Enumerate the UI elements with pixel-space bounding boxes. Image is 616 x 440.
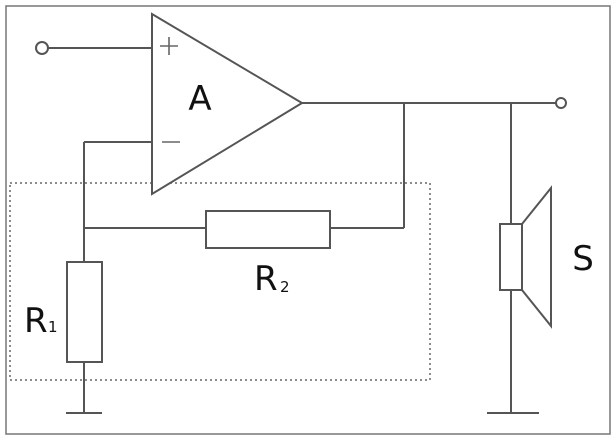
op-amp-triangle: [151, 12, 304, 196]
plus-input-sign: [160, 37, 178, 55]
r1-main-label: R: [24, 301, 48, 341]
r2-subscript: 2: [280, 278, 290, 296]
resistor-r2-label: R 2: [254, 259, 290, 299]
input-terminal: [35, 41, 49, 55]
speaker-label: S: [572, 239, 594, 279]
r2-main-label: R: [254, 259, 278, 299]
resistor-r2: [205, 210, 331, 249]
resistor-r1: [66, 261, 103, 363]
output-terminal: [555, 97, 567, 109]
resistor-r1-label: R 1: [24, 301, 58, 341]
diagram-border: [5, 5, 611, 435]
feedback-network-enclosure: [9, 182, 431, 381]
speaker-coil: [499, 223, 523, 291]
amplifier-label: A: [188, 79, 211, 119]
r1-subscript: 1: [48, 318, 58, 336]
speaker-cone: [521, 185, 552, 329]
